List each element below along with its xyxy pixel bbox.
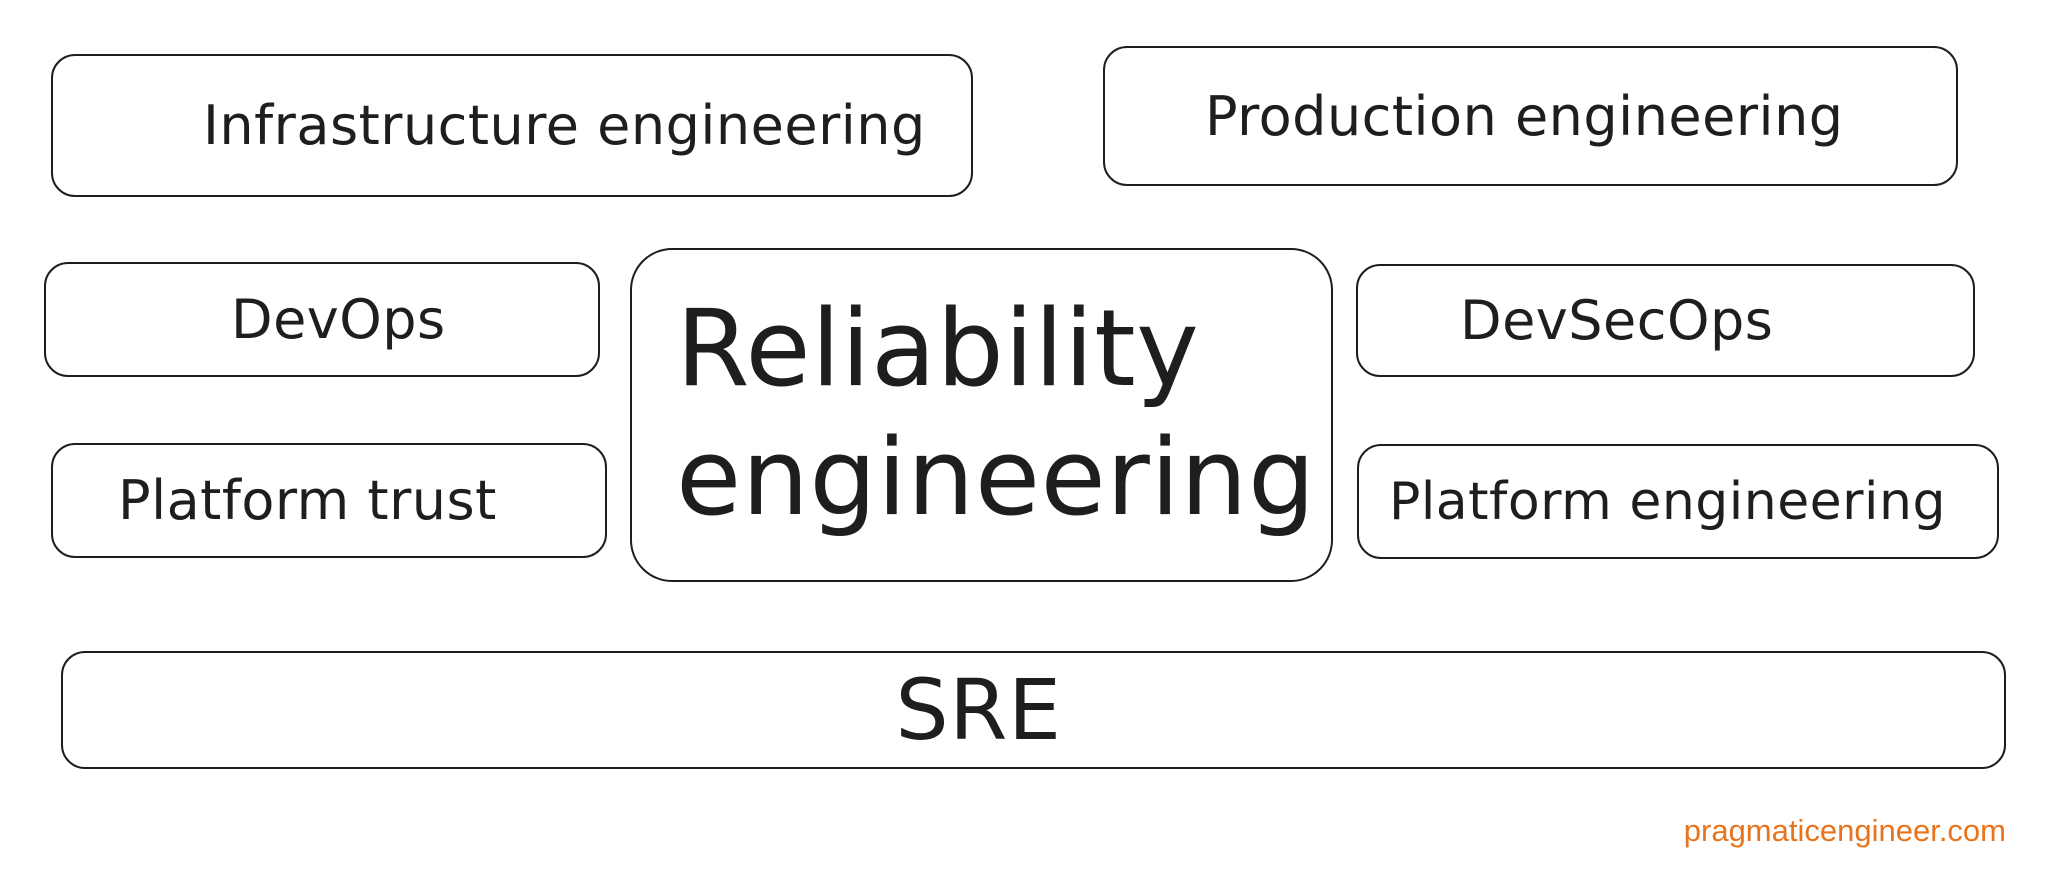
- production-engineering-label: Production engineering: [1205, 84, 1844, 148]
- reliability-engineering-box: Reliability engineering: [630, 248, 1333, 582]
- devops-box: DevOps: [44, 262, 600, 377]
- platform-trust-box: Platform trust: [51, 443, 607, 558]
- sre-box: SRE: [61, 651, 2006, 769]
- platform-engineering-label: Platform engineering: [1389, 471, 1946, 532]
- devsecops-box: DevSecOps: [1356, 264, 1975, 377]
- devops-label: DevOps: [231, 288, 446, 351]
- site-watermark: pragmaticengineer.com: [1683, 813, 2006, 848]
- infrastructure-engineering-box: Infrastructure engineering: [51, 54, 973, 197]
- reliability-engineering-label: Reliability engineering: [676, 287, 1316, 540]
- production-engineering-box: Production engineering: [1103, 46, 1958, 186]
- infrastructure-engineering-label: Infrastructure engineering: [203, 94, 926, 157]
- devsecops-label: DevSecOps: [1460, 289, 1774, 352]
- platform-engineering-box: Platform engineering: [1357, 444, 1999, 559]
- sre-label: SRE: [895, 661, 1062, 759]
- platform-trust-label: Platform trust: [118, 469, 497, 532]
